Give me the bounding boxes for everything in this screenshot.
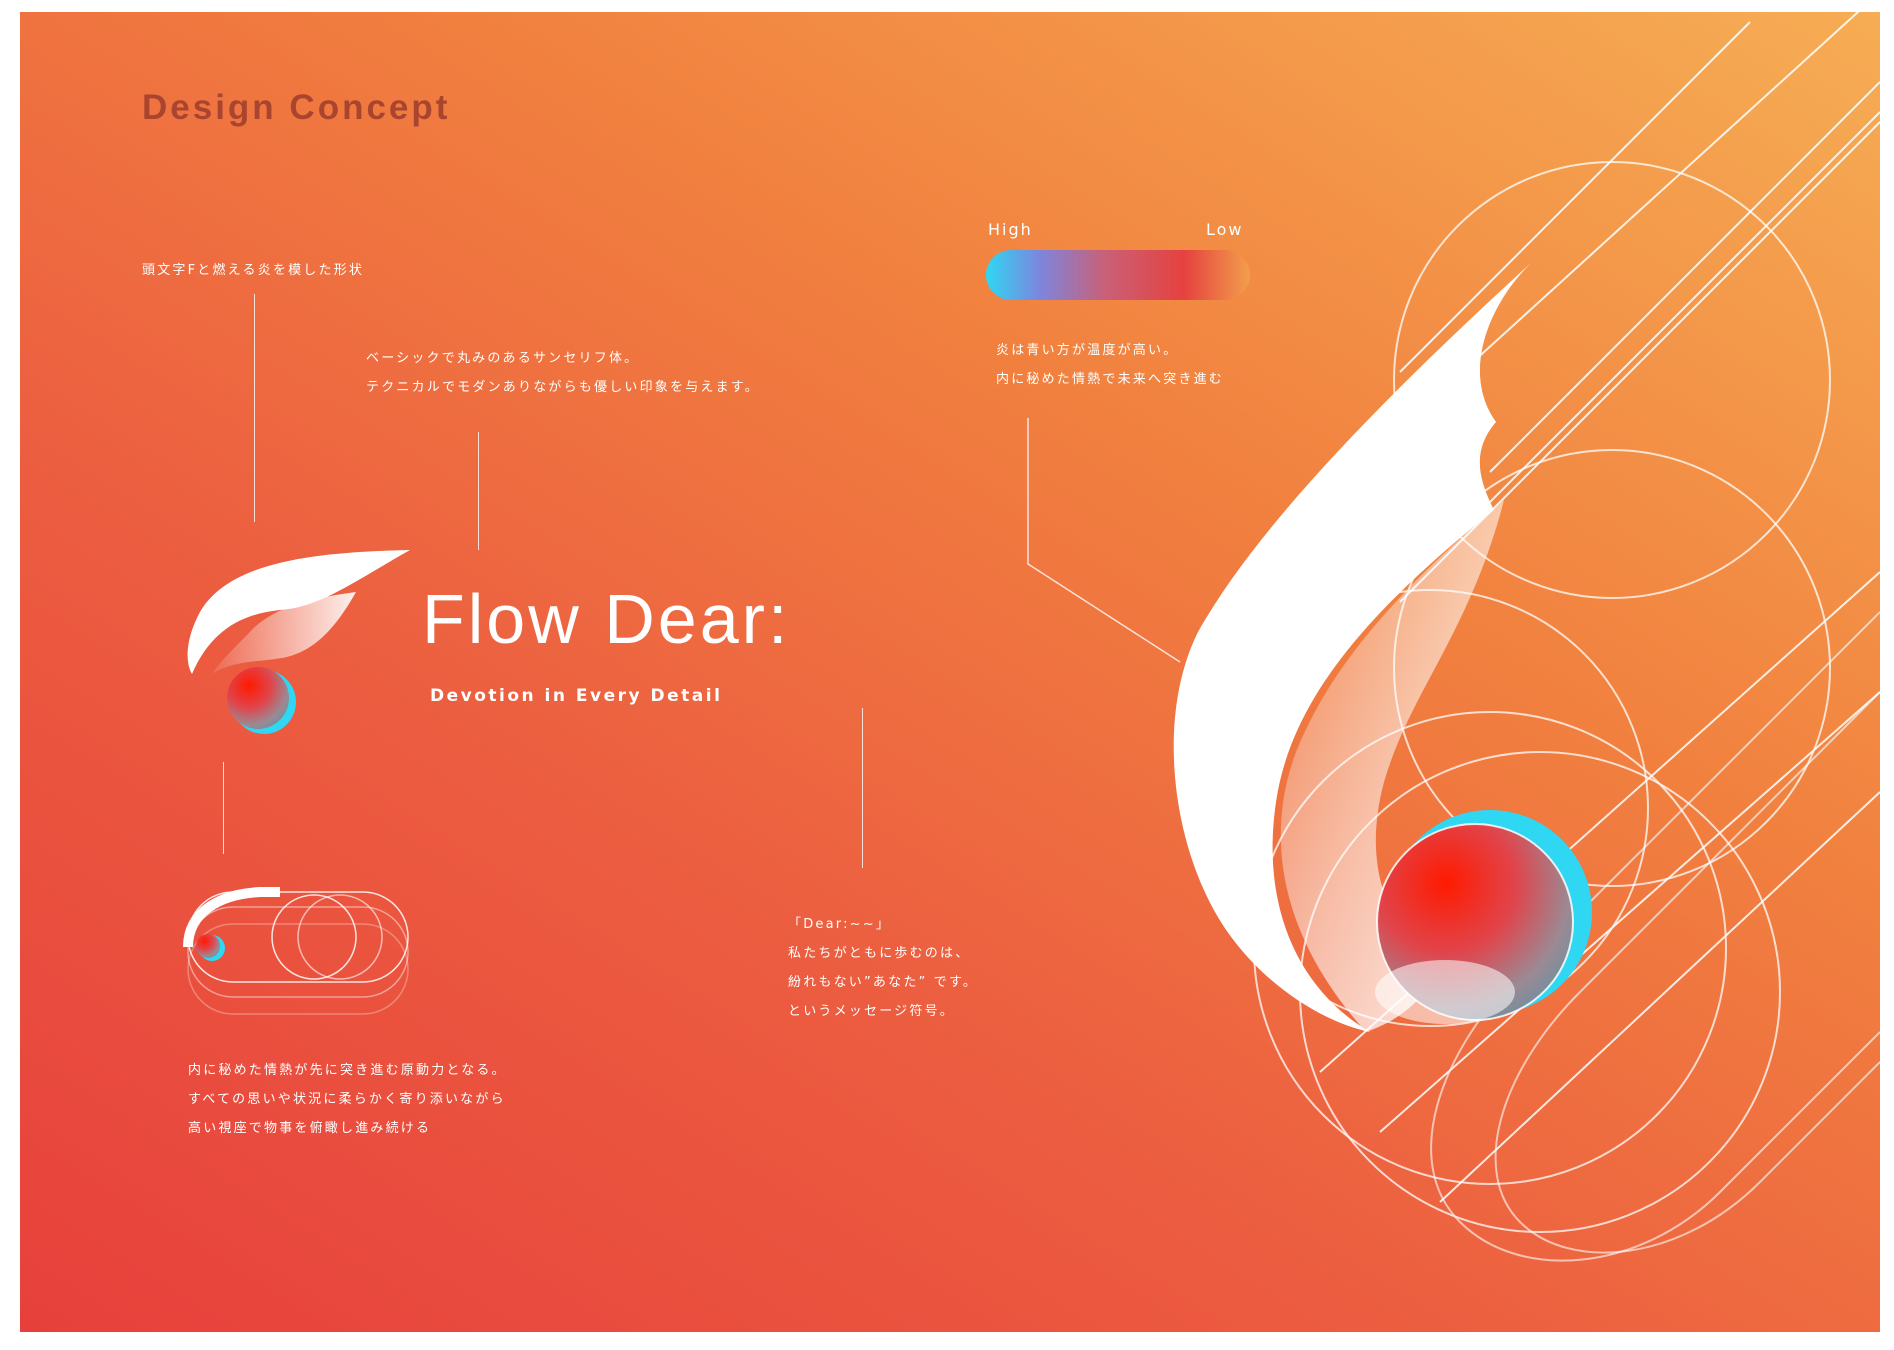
logo-f-flame-icon [187,550,410,734]
passion-annotation-line: 内に秘めた情熱が先に突き進む原動力となる。 [188,1063,507,1078]
dear-annotation: 「Dear:~~」 私たちがともに歩むのは、 紛れもない”あなた” です。 とい… [788,910,978,1026]
color-annotation-line: 内に秘めた情熱で未来へ突き進む [996,372,1225,387]
dear-callout-line [862,708,863,868]
shape-annotation-text: 頭文字Fと燃える炎を模した形状 [142,263,365,278]
passion-callout-line [223,762,224,854]
font-callout-line [478,432,479,550]
passion-annotation-line: すべての思いや状況に柔らかく寄り添いながら [188,1092,506,1107]
construction-small-icon [183,887,409,1015]
passion-annotation-line: 高い視座で物事を俯瞰し進み続ける [188,1121,432,1136]
temperature-gradient-bar [986,250,1250,300]
design-concept-board: Design Concept 頭文字Fと燃える炎を模した形状 ベーシックで丸みの… [20,12,1880,1332]
dear-annotation-line: 私たちがともに歩むのは、 [788,946,971,961]
dear-annotation-line: というメッセージ符号。 [788,1004,955,1019]
passion-annotation: 内に秘めた情熱が先に突き進む原動力となる。 すべての思いや状況に柔らかく寄り添い… [188,1056,507,1143]
logo-artwork [183,12,1880,1262]
font-annotation-line: ベーシックで丸みのあるサンセリフ体。 [366,351,640,366]
font-annotation: ベーシックで丸みのあるサンセリフ体。 テクニカルでモダンありながらも優しい印象を… [366,344,760,402]
font-annotation-line: テクニカルでモダンありながらも優しい印象を与えます。 [366,380,760,395]
construction-large-icon [1027,12,1880,1262]
shape-callout-line [254,294,255,522]
legend-high-label: High [988,220,1033,239]
page-title: Design Concept [142,88,451,127]
legend-low-label: Low [1206,220,1244,239]
dear-annotation-line: 「Dear:~~」 [788,917,892,932]
shape-annotation: 頭文字Fと燃える炎を模した形状 [142,256,364,285]
dear-annotation-line: 紛れもない”あなた” です。 [788,975,979,990]
brand-name: Flow Dear: [422,580,791,658]
brand-tagline: Devotion in Every Detail [430,686,723,706]
color-annotation: 炎は青い方が温度が高い。 内に秘めた情熱で未来へ突き進む [996,336,1224,394]
color-annotation-line: 炎は青い方が温度が高い。 [996,343,1179,358]
